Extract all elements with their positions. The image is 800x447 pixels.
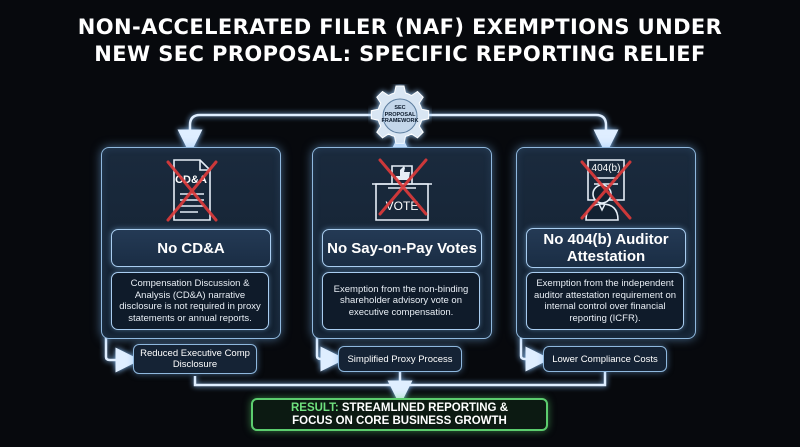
hub-label: SEC PROPOSAL FRAMEWORK [381,105,419,124]
outcome-reduced-disclosure: Reduced Executive Comp Disclosure [133,344,257,374]
arrow-to-card-1 [177,113,372,155]
page-title: NON-ACCELERATED FILER (NAF) EXEMPTIONS U… [0,14,800,68]
card-description: Compensation Discussion & Analysis (CD&A… [111,272,269,330]
card-no-say-on-pay: VOTE No Say-on-Pay Votes Exemption from … [312,147,492,339]
card-description: Exemption from the non-binding sharehold… [322,272,480,330]
card-description: Exemption from the independent auditor a… [526,272,684,330]
result-line-2: FOCUS ON CORE BUSINESS GROWTH [292,414,507,427]
result-line-1: STREAMLINED REPORTING & [341,401,509,414]
gear-icon [370,85,430,144]
title-line-1: NON-ACCELERATED FILER (NAF) EXEMPTIONS U… [77,15,723,39]
card-no-cdna: CD&A No CD&A Compensation Discussion & A… [101,147,281,339]
outcome-lower-costs: Lower Compliance Costs [543,346,667,372]
result-prefix: RESULT: [290,401,339,414]
arrow-to-card-3 [428,113,619,155]
card-heading: No 404(b) Auditor Attestation [526,228,686,268]
404b-icon-text: 404(b) [592,163,621,174]
crossed-out-ballot-box-icon: VOTE [372,158,432,221]
card-heading: No CD&A [111,229,271,267]
arrow-card3-outcome [519,337,551,372]
title-line-2: NEW SEC PROPOSAL: SPECIFIC REPORTING REL… [94,42,706,66]
result-box: RESULT: STREAMLINED REPORTING & FOCUS ON… [251,398,548,431]
vote-icon-text: VOTE [386,199,419,213]
card-no-404b: 404(b) No 404(b) Auditor Attestation Exe… [516,147,696,339]
card-heading: No Say-on-Pay Votes [322,229,482,267]
arrow-card1-outcome [104,337,141,373]
crossed-out-document-icon: CD&A [166,159,218,222]
crossed-out-auditor-icon: 404(b) [580,159,632,221]
outcome-simplified-proxy: Simplified Proxy Process [338,346,462,372]
arrow-card2-outcome [315,337,346,372]
